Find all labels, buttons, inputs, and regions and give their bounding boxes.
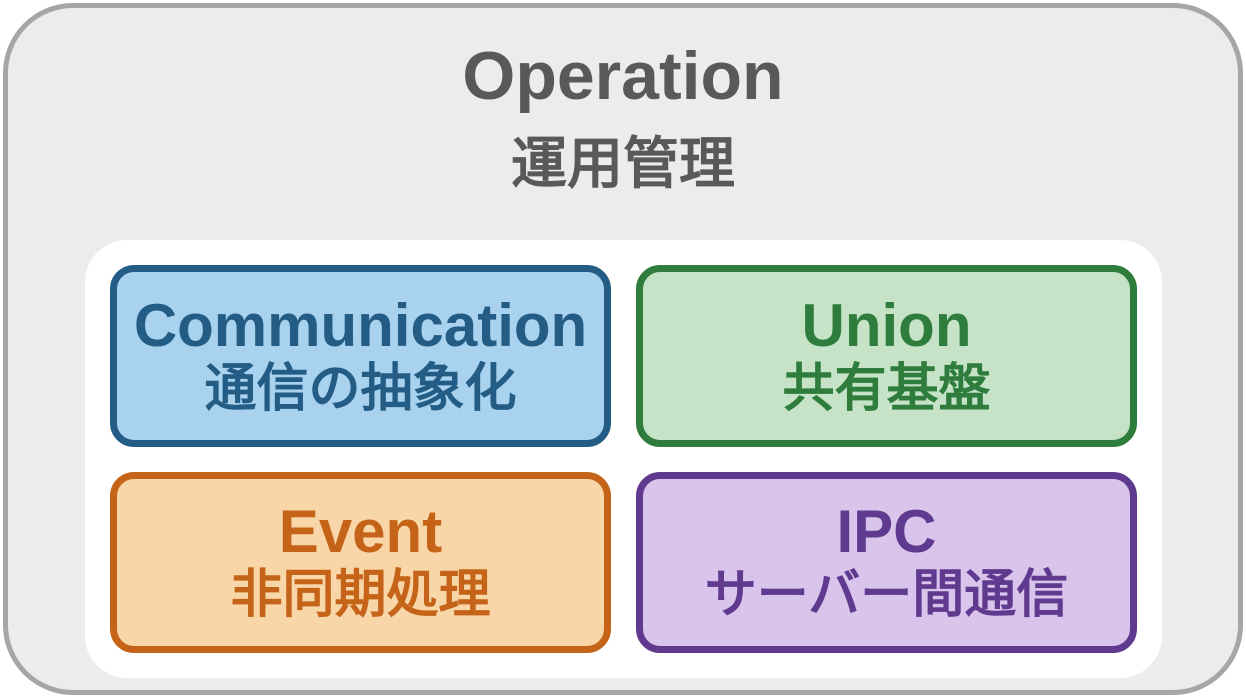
module-communication-subtitle-ja: 通信の抽象化	[204, 359, 517, 418]
module-communication-title: Communication	[133, 291, 588, 359]
operation-subtitle-ja: 運用管理	[511, 132, 735, 195]
module-ipc: IPC サーバー間通信	[636, 471, 1137, 653]
module-union-title: Union	[801, 291, 972, 359]
module-communication: Communication 通信の抽象化	[110, 265, 611, 447]
module-union: Union 共有基盤	[636, 265, 1137, 447]
module-union-subtitle-ja: 共有基盤	[782, 359, 991, 418]
module-ipc-subtitle-ja: サーバー間通信	[704, 566, 1069, 625]
modules-panel: Communication 通信の抽象化 Union 共有基盤 Event 非同…	[85, 240, 1162, 678]
operation-group-container: Operation 運用管理 Communication 通信の抽象化 Unio…	[3, 3, 1243, 695]
operation-title: Operation	[462, 38, 784, 114]
module-event: Event 非同期処理	[110, 471, 611, 653]
module-ipc-title: IPC	[836, 498, 937, 566]
module-event-subtitle-ja: 非同期処理	[230, 566, 491, 625]
module-event-title: Event	[278, 498, 443, 566]
